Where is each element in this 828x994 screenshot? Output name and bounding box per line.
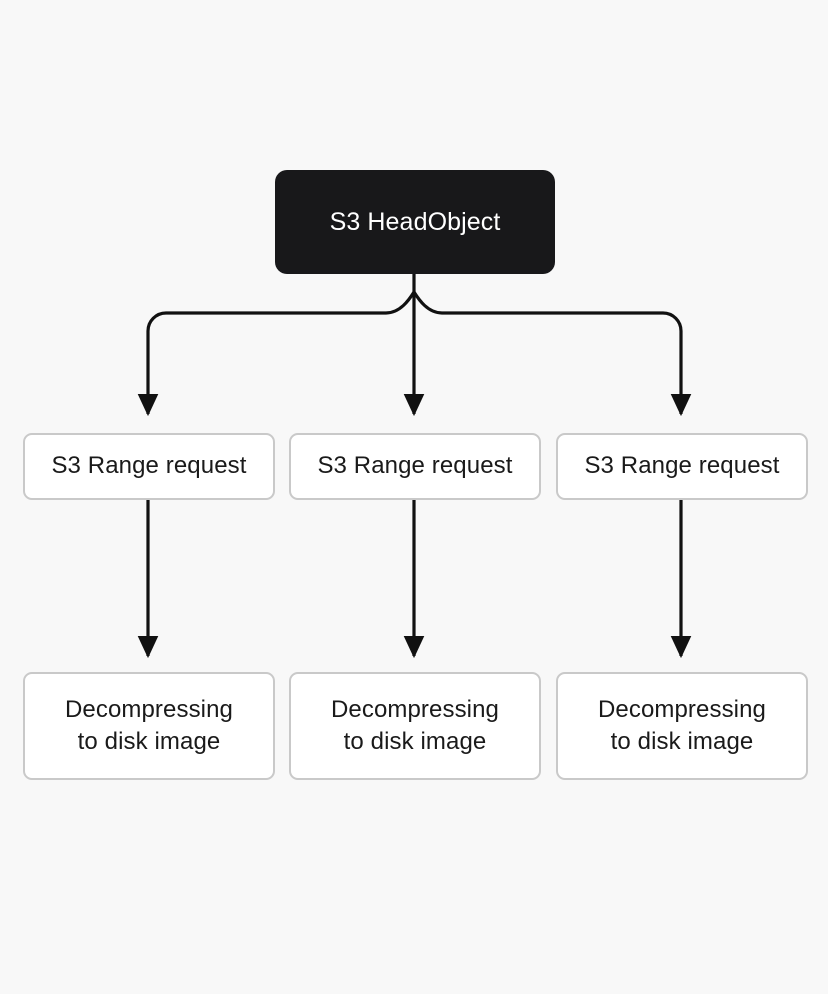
edge-root-to-range-3 (412, 291, 692, 417)
node-label: Decompressing to disk image (597, 696, 767, 755)
node-s3-range-request-2[interactable]: S3 Range request (289, 433, 541, 500)
node-s3-range-request-3[interactable]: S3 Range request (556, 433, 808, 500)
node-label: S3 HeadObject (329, 208, 501, 236)
node-label: Decompressing to disk image (330, 696, 500, 755)
node-label: Decompressing to disk image (64, 696, 234, 755)
node-decompressing-2[interactable]: Decompressing to disk image (289, 672, 541, 780)
node-s3-range-request-1[interactable]: S3 Range request (23, 433, 275, 500)
node-decompressing-1[interactable]: Decompressing to disk image (23, 672, 275, 780)
node-label: S3 Range request (51, 452, 247, 480)
node-label: S3 Range request (317, 452, 513, 480)
node-decompressing-3[interactable]: Decompressing to disk image (556, 672, 808, 780)
node-label: S3 Range request (584, 452, 780, 480)
edge-root-to-range-1 (137, 291, 416, 417)
node-s3-headobject[interactable]: S3 HeadObject (275, 170, 555, 274)
